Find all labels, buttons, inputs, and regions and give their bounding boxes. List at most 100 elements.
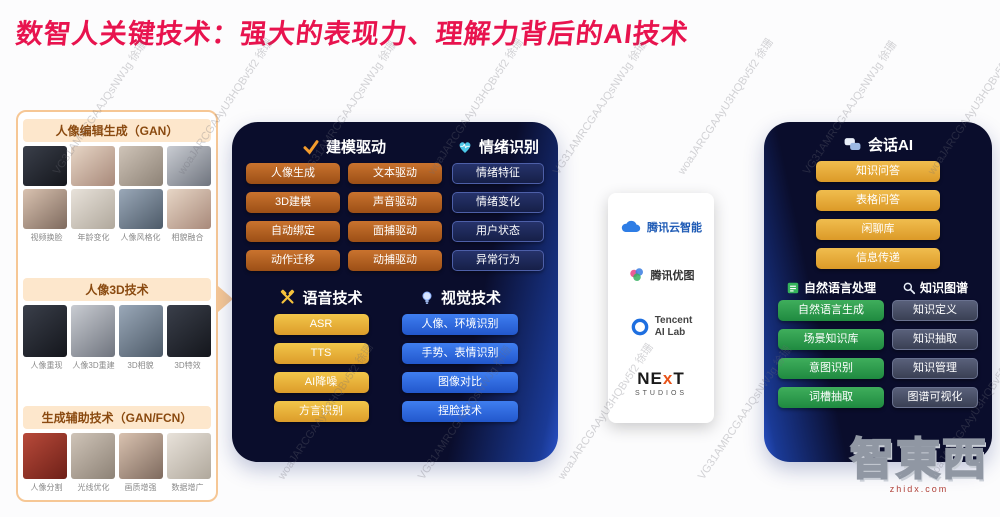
- face-thumbnail: [71, 305, 115, 357]
- face-thumbnail: [167, 305, 211, 357]
- group-emotion: 情绪识别 情绪特征 情绪变化 用户状态 异常行为: [452, 134, 544, 279]
- ailab-line1: Tencent: [654, 315, 693, 327]
- tech-chip: 自动绑定: [246, 221, 340, 242]
- tech-chip: 图像对比: [402, 372, 518, 393]
- page-title: 数智人关键技术：强大的表现力、理解力背后的AI技术: [14, 19, 691, 49]
- face-thumbnail: [119, 146, 163, 186]
- next-x: x: [662, 369, 674, 389]
- zhidx-logo: 智東西 zhidx.com: [849, 435, 988, 495]
- group-title: 视觉技术: [440, 290, 501, 307]
- group-header: 视觉技术: [402, 287, 518, 308]
- group-title: 建模驱动: [325, 139, 386, 156]
- logo-next-studios: NExT STUDIOS: [635, 369, 687, 397]
- tech-chip: 知识抽取: [892, 329, 978, 350]
- vendor-logo-card: 腾讯云智能 腾讯优图 Tencent AI Lab NExT STUDIOS: [608, 193, 714, 423]
- conversation-ai-panel: 会话AI 知识问答 表格问答 闲聊库 信息传递 自然语言处理 自然语言生成 场景…: [764, 122, 992, 462]
- face-thumbnail: [23, 305, 67, 357]
- group-header: 会话AI: [778, 134, 978, 155]
- portrait-tech-panel: 人像编辑生成（GAN） 视频换脸 年龄变化 人像风格化 相貌融合 人像3D: [16, 110, 218, 502]
- youtu-pinwheel-icon: [628, 266, 646, 284]
- thumb-label: 相貌融合: [171, 233, 204, 242]
- group-header: 语音技术: [246, 287, 396, 308]
- thumb-label: 年龄变化: [77, 233, 110, 242]
- group-header: 情绪识别: [452, 136, 544, 157]
- group-nlp: 自然语言处理 自然语言生成 场景知识库 意图识别 词槽抽取: [778, 277, 884, 416]
- next-studios-label: STUDIOS: [634, 390, 688, 398]
- zhidx-domain: zhidx.com: [889, 484, 949, 494]
- thumb-label: 人像3D重建: [72, 361, 115, 370]
- group-vision: 视觉技术 人像、环境识别 手势、表情识别 图像对比 捏脸技术: [402, 285, 518, 430]
- group-knowledge-graph: 知识图谱 知识定义 知识抽取 知识管理 图谱可视化: [892, 277, 978, 416]
- qa-chip-list: 知识问答 表格问答 闲聊库 信息传递: [778, 161, 978, 269]
- thumbnail-labels: 人像重现 人像3D重建 3D相貌 3D特效: [23, 360, 211, 371]
- tech-chip: 方言识别: [273, 401, 369, 422]
- face-thumbnail: [71, 433, 115, 479]
- watermark-text: woaJARCGAAyU3HQBv5f2 徐珊: [675, 36, 776, 177]
- tech-chip: 人像生成: [246, 163, 340, 184]
- face-thumbnail: [167, 146, 211, 186]
- group-title: 情绪识别: [478, 139, 539, 156]
- face-thumbnail: [23, 433, 67, 479]
- thumb-label: 数据增广: [171, 483, 204, 492]
- thumb-label: 画质增强: [124, 483, 157, 492]
- section-header: 人像3D技术: [23, 278, 211, 301]
- thumbnail-row: [23, 433, 211, 479]
- section-header: 人像编辑生成（GAN）: [23, 119, 211, 142]
- group-header: 建模驱动: [246, 136, 442, 157]
- tech-chip: 异常行为: [452, 250, 544, 271]
- logo-label: 腾讯优图: [650, 269, 695, 282]
- face-thumbnail: [23, 146, 67, 186]
- thumbnail-row: [23, 305, 211, 357]
- tech-chip: 用户状态: [452, 221, 544, 242]
- tools-icon: [279, 289, 296, 306]
- thumb-label: 人像风格化: [120, 233, 161, 242]
- tech-chip: 人像、环境识别: [402, 314, 518, 335]
- thumbnail-labels: 视频换脸 年龄变化 人像风格化 相貌融合: [23, 232, 211, 243]
- tech-chip: 图谱可视化: [892, 387, 978, 408]
- ailab-ring-icon: [630, 317, 650, 337]
- thumbnail-row: [23, 146, 211, 186]
- face-thumbnail: [167, 433, 211, 479]
- face-thumbnail: [119, 305, 163, 357]
- tech-chip: 情绪变化: [452, 192, 544, 213]
- zhidx-wordmark: 智東西: [849, 435, 988, 484]
- tech-chip: 场景知识库: [778, 329, 884, 350]
- group-title: 语音技术: [302, 290, 363, 307]
- thumbnail-labels: 人像分割 光线优化 画质增强 数据增广: [23, 482, 211, 493]
- thumbnail-row: [23, 189, 211, 229]
- thumb-label: 光线优化: [77, 483, 110, 492]
- tech-chip: AI降噪: [273, 372, 369, 393]
- group-modeling: 建模驱动 人像生成 3D建模 自动绑定 动作迁移 文本驱动 声音驱动 面捕驱动 …: [246, 134, 442, 279]
- group-title: 自然语言处理: [803, 281, 876, 295]
- tech-chip: 情绪特征: [452, 163, 544, 184]
- group-title: 知识图谱: [919, 281, 968, 295]
- face-thumbnail: [167, 189, 211, 229]
- next-t: T: [673, 369, 685, 389]
- tech-chip: 知识问答: [816, 161, 940, 182]
- modeling-tech-panel: 建模驱动 人像生成 3D建模 自动绑定 动作迁移 文本驱动 声音驱动 面捕驱动 …: [232, 122, 558, 462]
- ailab-line2: AI Lab: [654, 326, 686, 338]
- tech-chip: 闲聊库: [816, 219, 940, 240]
- tech-chip: 意图识别: [778, 358, 884, 379]
- tech-chip: 3D建模: [246, 192, 340, 213]
- tech-chip: TTS: [273, 343, 369, 364]
- group-voice: 语音技术 ASR TTS AI降噪 方言识别: [246, 285, 396, 430]
- thumb-label: 人像重现: [30, 361, 63, 370]
- bulb-icon: [419, 290, 435, 306]
- tech-chip: 表格问答: [816, 190, 940, 211]
- tech-chip: 面捕驱动: [348, 221, 442, 242]
- logo-ailab: Tencent AI Lab: [630, 315, 693, 338]
- thumb-label: 3D特效: [174, 361, 201, 370]
- tech-chip: 自然语言生成: [778, 300, 884, 321]
- check-icon: [302, 138, 320, 156]
- tech-chip: 信息传递: [816, 248, 940, 269]
- tech-chip: 知识定义: [892, 300, 978, 321]
- face-thumbnail: [71, 146, 115, 186]
- chat-bubbles-icon: [843, 135, 862, 154]
- logo-tencent-cloud: 腾讯云智能: [620, 219, 702, 235]
- section-aux-generation: 生成辅助技术（GAN/FCN） 人像分割 光线优化 画质增强 数据增广: [23, 404, 211, 495]
- tech-chip: 声音驱动: [348, 192, 442, 213]
- tech-chip: 文本驱动: [348, 163, 442, 184]
- face-thumbnail: [23, 189, 67, 229]
- face-thumbnail: [71, 189, 115, 229]
